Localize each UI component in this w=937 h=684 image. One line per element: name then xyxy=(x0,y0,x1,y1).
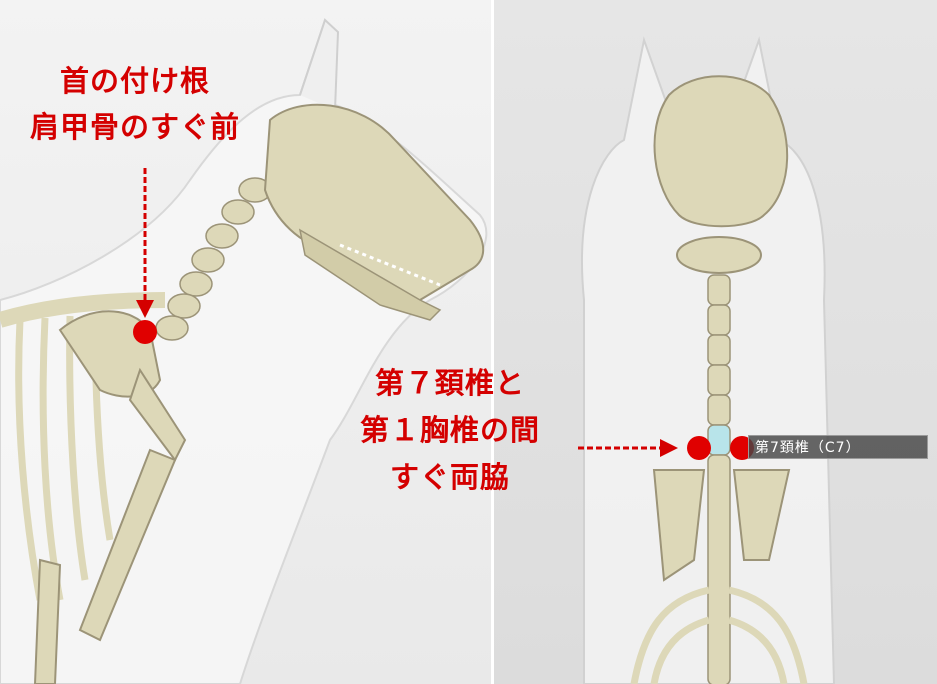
rear-view-skeleton xyxy=(578,36,836,684)
right-annotation-line-2: 第１胸椎の間 xyxy=(359,413,540,447)
right-marker-dot-left xyxy=(687,436,711,460)
right-annotation-line-3: すぐ両脇 xyxy=(389,460,510,494)
left-annotation-line-2: 肩甲骨のすぐ前 xyxy=(29,110,240,144)
panel-divider xyxy=(491,0,494,684)
skull-rear xyxy=(653,75,789,228)
scapula-left-rear xyxy=(652,469,706,582)
left-marker-dot xyxy=(133,320,157,344)
right-annotation-line-1: 第７頚椎と xyxy=(374,366,525,400)
left-arrow-head xyxy=(136,300,154,318)
ear-outline xyxy=(299,18,340,111)
right-arrow-head xyxy=(660,439,678,457)
side-view-panel xyxy=(0,0,491,684)
left-annotation-line-1: 首の付け根 xyxy=(59,64,210,98)
cervical-vertebrae xyxy=(155,177,272,341)
forearm xyxy=(78,448,177,642)
vertebra-tooltip: 第7頚椎（C7） xyxy=(748,435,928,459)
foreleg-left xyxy=(33,558,62,684)
scapula-right-rear xyxy=(732,469,791,561)
right-annotation: 第７頚椎と 第１胸椎の間 すぐ両脇 xyxy=(330,360,570,501)
jaw xyxy=(298,228,442,321)
left-annotation: 首の付け根 肩甲骨のすぐ前 xyxy=(0,58,270,150)
atlas xyxy=(676,236,762,274)
ribs-rear xyxy=(630,586,808,684)
rear-view-panel xyxy=(494,0,937,684)
spine-rear xyxy=(707,274,731,684)
